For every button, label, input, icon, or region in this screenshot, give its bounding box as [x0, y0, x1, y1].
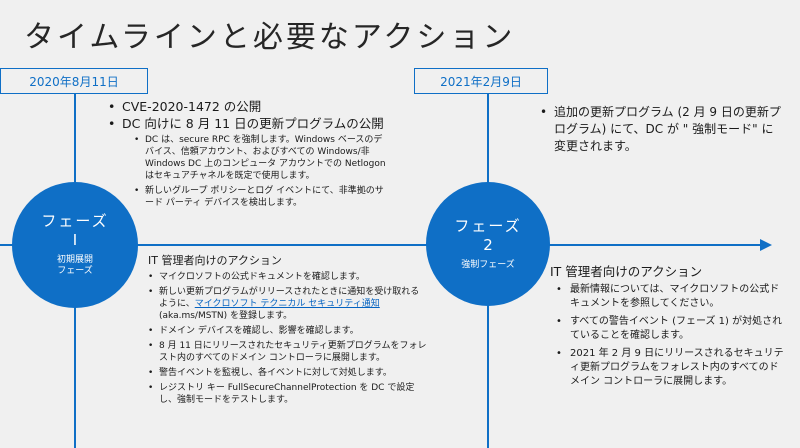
action-text: (aka.ms/MSTN) を登録します。	[159, 311, 293, 321]
phase-2-circle: フェーズ 2 強制フェーズ	[426, 182, 550, 306]
phase-1-number: I	[72, 230, 78, 249]
list-item: レジストリ キー FullSecureChannelProtection を D…	[148, 382, 428, 406]
list-item: CVE-2020-1472 の公開	[108, 98, 428, 115]
security-notification-link[interactable]: マイクロソフト テクニカル セキュリティ通知	[194, 299, 380, 309]
phase-1-subtitle-line1: 初期展開	[56, 254, 93, 265]
date-label-start: 2020年8月11日	[0, 68, 148, 94]
list-item: 警告イベントを監視し、各イベントに対して対処します。	[148, 367, 428, 379]
list-item: 新しい更新プログラムがリリースされたときに通知を受け取れるように、マイクロソフト…	[148, 286, 428, 322]
phase-1-sub-bullet-list: DC は、secure RPC を強制します。Windows ベースのデバイス、…	[134, 134, 390, 209]
phase-2-subtitle: 強制フェーズ	[461, 259, 515, 270]
list-item: すべての警告イベント (フェーズ 1) が対処されていることを確認します。	[556, 315, 785, 343]
list-item: 新しいグループ ポリシーとログ イベントにて、非準拠のサード パーティ デバイス…	[134, 185, 390, 209]
phase-2-bullet-list: 追加の更新プログラム (2 月 9 日の更新プログラム) にて、DC が " 強…	[540, 104, 785, 155]
phase-1-actions-heading: IT 管理者向けのアクション	[148, 254, 282, 267]
phase-2-label: フェーズ	[454, 216, 522, 235]
phase-2-actions-heading: IT 管理者向けのアクション	[550, 264, 703, 279]
phase-1-bullet-list: CVE-2020-1472 の公開 DC 向けに 8 月 11 日の更新プログラ…	[108, 98, 428, 132]
list-item: マイクロソフトの公式ドキュメントを確認します。	[148, 271, 428, 283]
phase-1-summary: CVE-2020-1472 の公開 DC 向けに 8 月 11 日の更新プログラ…	[108, 98, 428, 209]
phase-1-actions: IT 管理者向けのアクション マイクロソフトの公式ドキュメントを確認します。 新…	[148, 254, 428, 406]
phase-2-number: 2	[483, 235, 493, 254]
phase-1-actions-list: マイクロソフトの公式ドキュメントを確認します。 新しい更新プログラムがリリースさ…	[148, 271, 428, 406]
list-item: 8 月 11 日にリリースされたセキュリティ更新プログラムをフォレスト内のすべて…	[148, 340, 428, 364]
list-item: 追加の更新プログラム (2 月 9 日の更新プログラム) にて、DC が " 強…	[540, 104, 785, 155]
list-item: ドメイン デバイスを確認し、影響を確認します。	[148, 325, 428, 337]
phase-2-actions-list: 最新情報については、マイクロソフトの公式ドキュメントを参照してください。 すべて…	[556, 283, 785, 389]
timeline-axis	[0, 244, 762, 246]
list-item: DC は、secure RPC を強制します。Windows ベースのデバイス、…	[134, 134, 390, 182]
list-item: DC 向けに 8 月 11 日の更新プログラムの公開	[108, 115, 428, 132]
phase-1-label: フェーズ	[41, 211, 109, 230]
timeline-arrow-icon	[760, 239, 772, 251]
page-title: タイムラインと必要なアクション	[24, 20, 516, 55]
list-item: 2021 年 2 月 9 日にリリースされるセキュリティ更新プログラムをフォレス…	[556, 347, 785, 389]
action-text: 新しい更新プログラムがリリースされたときに通知を受け取れるように、	[159, 287, 420, 309]
date-label-enforcement: 2021年2月9日	[414, 68, 548, 94]
phase-1-subtitle-line2: フェーズ	[57, 266, 93, 277]
phase-1-circle: フェーズ I 初期展開 フェーズ	[12, 182, 138, 308]
phase-2-actions: IT 管理者向けのアクション 最新情報については、マイクロソフトの公式ドキュメン…	[550, 264, 785, 389]
phase-2-summary: 追加の更新プログラム (2 月 9 日の更新プログラム) にて、DC が " 強…	[540, 104, 785, 155]
list-item: 最新情報については、マイクロソフトの公式ドキュメントを参照してください。	[556, 283, 785, 311]
